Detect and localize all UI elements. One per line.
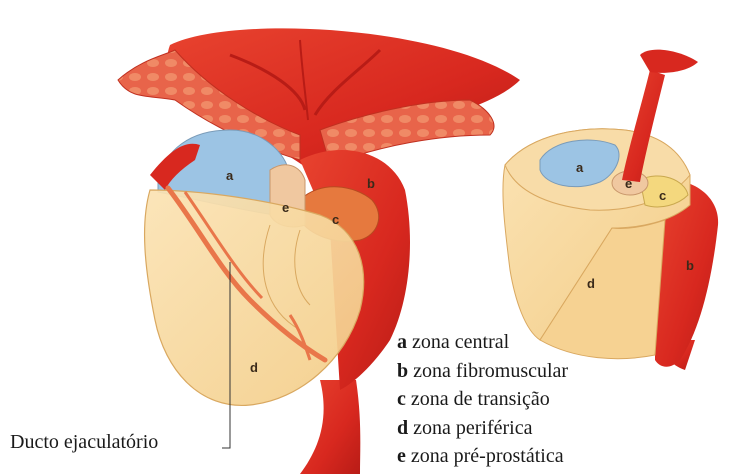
legend-item-d: d zona periférica — [397, 414, 568, 443]
label-a-left: a — [226, 168, 234, 183]
label-b-left: b — [367, 176, 375, 191]
legend-item-b: b zona fibromuscular — [397, 357, 568, 386]
label-c-left: c — [332, 212, 339, 227]
ejaculatory-duct-label: Ducto ejaculatório — [10, 431, 158, 454]
label-e-left: e — [282, 200, 289, 215]
legend-item-e: e zona pré-prostática — [397, 442, 568, 471]
label-a-right: a — [576, 160, 584, 175]
label-b-right: b — [686, 258, 694, 273]
label-e-right: e — [625, 176, 632, 191]
zone-legend: a zona central b zona fibromuscular c zo… — [397, 328, 568, 471]
legend-item-a: a zona central — [397, 328, 568, 357]
label-d-right: d — [587, 276, 595, 291]
cross-section-view: a b c d e — [503, 50, 718, 370]
urethra-outflow — [300, 380, 360, 474]
legend-item-c: c zona de transição — [397, 385, 568, 414]
label-d-left: d — [250, 360, 258, 375]
label-c-right: c — [659, 188, 666, 203]
